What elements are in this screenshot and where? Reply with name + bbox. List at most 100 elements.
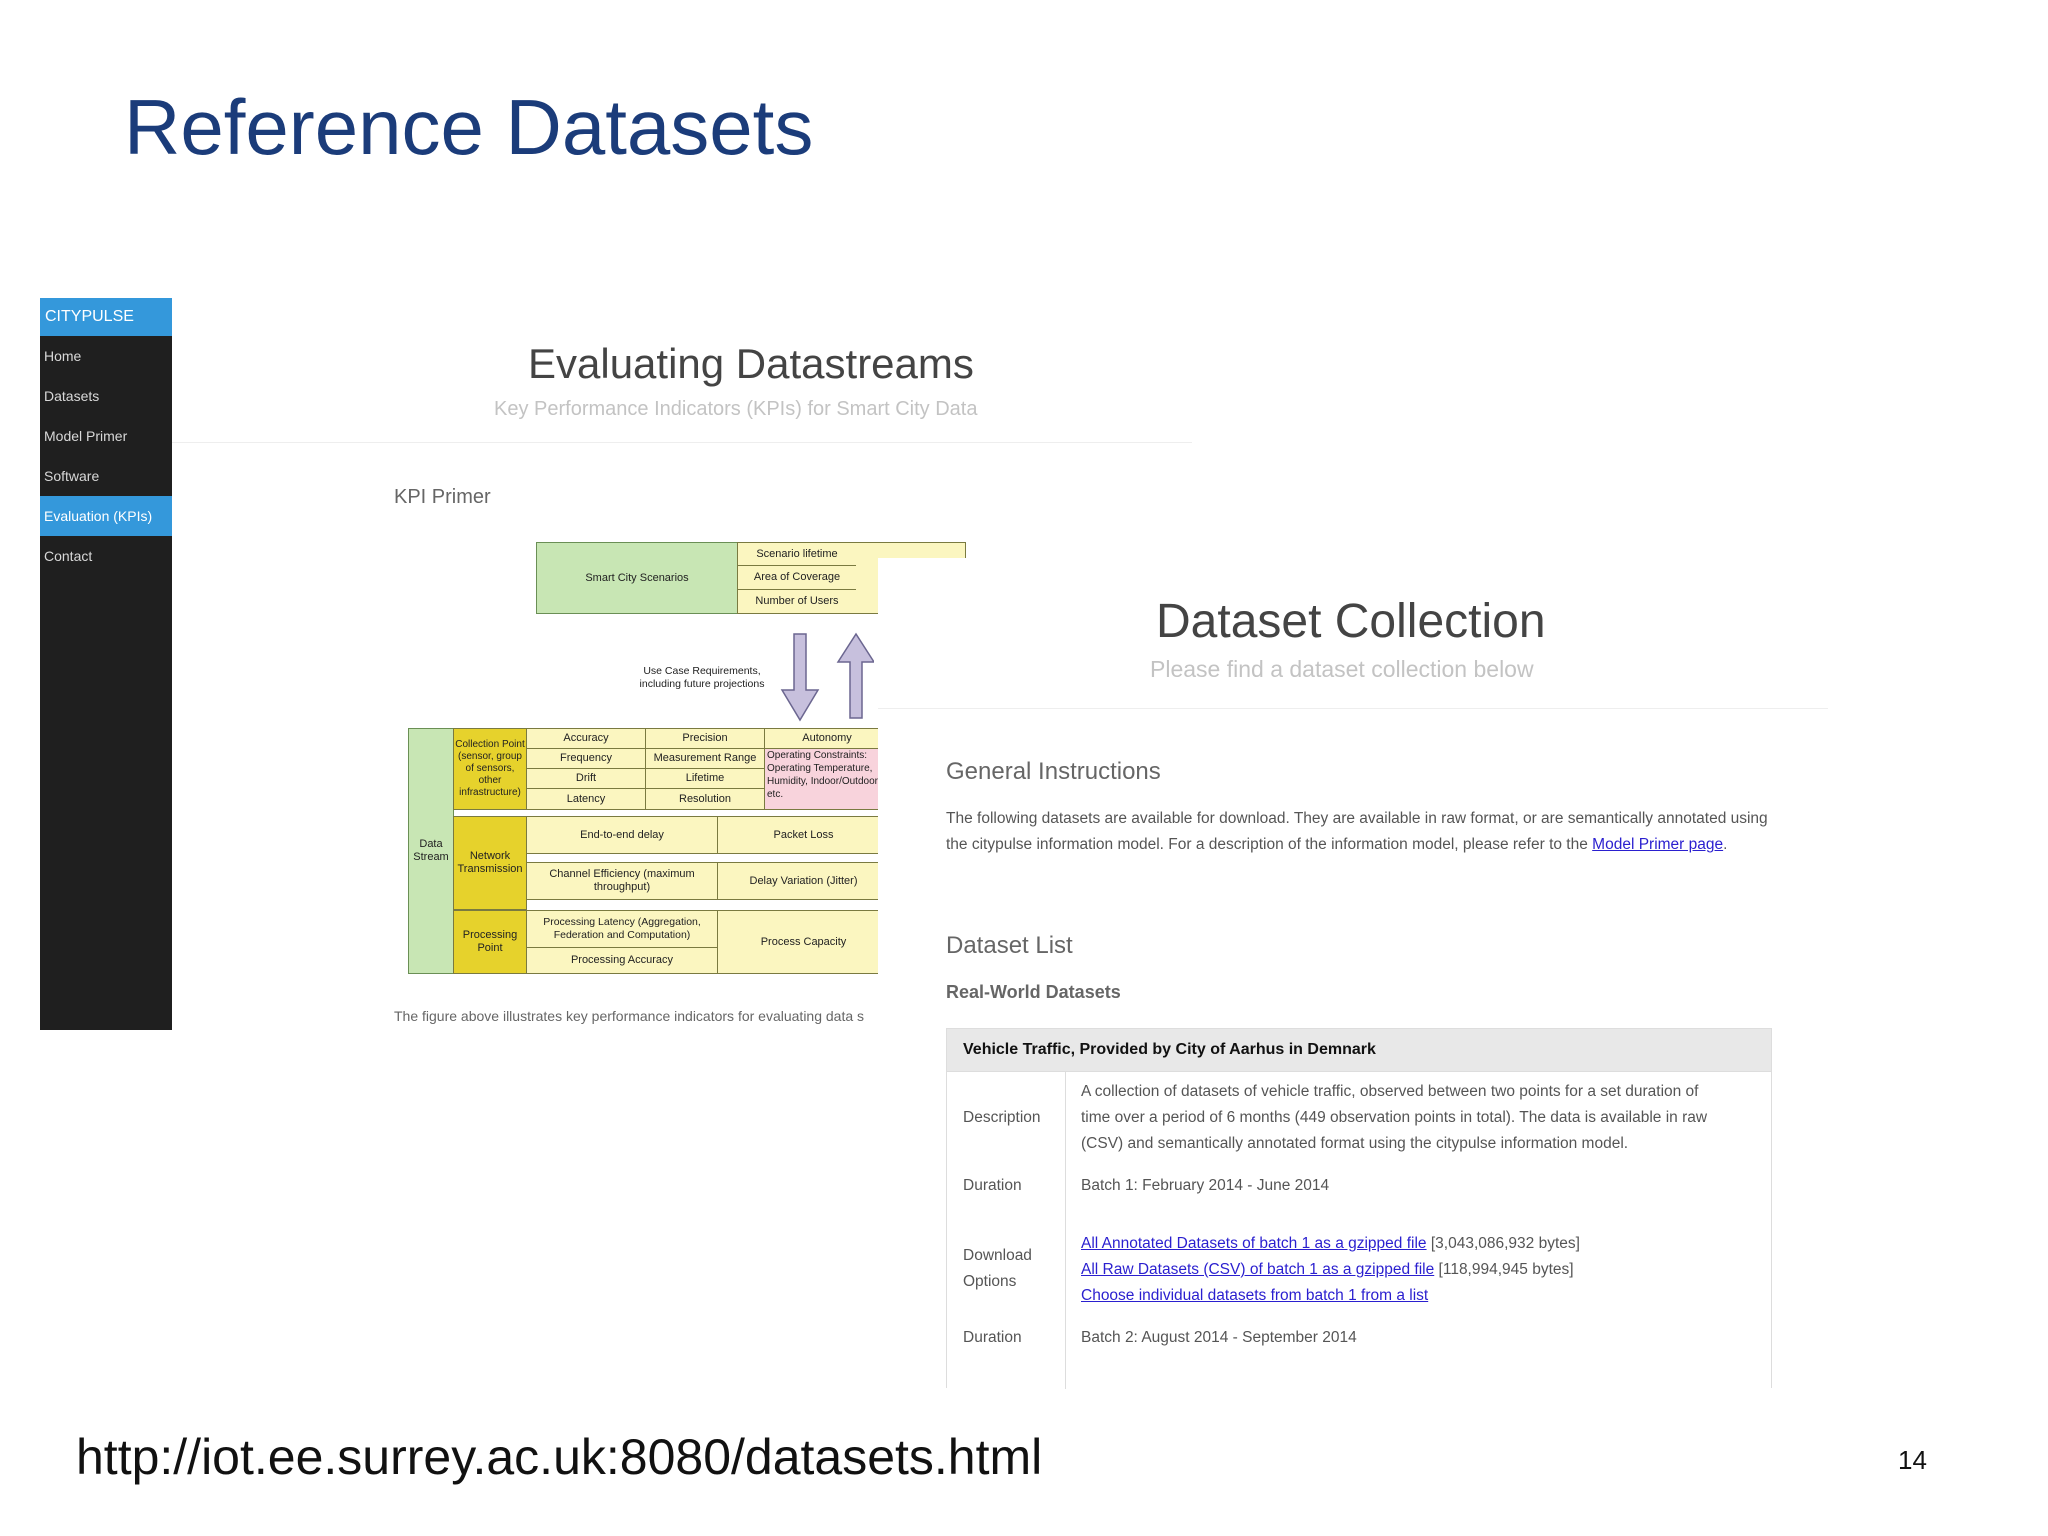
diagram-cell-label: Resolution <box>679 792 731 805</box>
download-label-line: Download <box>963 1247 1032 1264</box>
annotated-datasets-link[interactable]: All Annotated Datasets of batch 1 as a g… <box>1081 1235 1427 1252</box>
diagram-cell-label: Processing Latency (Aggregation, Federat… <box>543 916 701 941</box>
real-world-datasets-heading: Real-World Datasets <box>946 982 1121 1002</box>
description-line: A collection of datasets of vehicle traf… <box>1081 1083 1699 1100</box>
duration-value: Batch 1: February 2014 - June 2014 <box>1081 1177 1330 1194</box>
download-options-label: Download Options <box>963 1243 1032 1295</box>
file-size: [3,043,086,932 bytes] <box>1426 1235 1580 1252</box>
evaluation-subtitle: Key Performance Indicators (KPIs) for Sm… <box>494 398 978 420</box>
sidebar-item-evaluation[interactable]: Evaluation (KPIs) <box>40 496 172 536</box>
divider <box>878 708 1828 709</box>
smart-city-scenarios-label: Smart City Scenarios <box>585 571 689 584</box>
dataset-collection-title: Dataset Collection <box>1156 595 1546 648</box>
diagram-cell: Channel Efficiency (maximum throughput) <box>526 862 718 900</box>
description-value: A collection of datasets of vehicle traf… <box>1081 1079 1761 1157</box>
diagram-cell-label: Process Capacity <box>760 935 847 948</box>
dataset-table-header: Vehicle Traffic, Provided by City of Aar… <box>947 1029 1771 1072</box>
diagram-cell: End-to-end delay <box>526 816 718 854</box>
diagram-cell-label: Scenario lifetime <box>756 547 838 560</box>
diagram-cell-label: Measurement Range <box>653 752 757 764</box>
diagram-cell: Lifetime <box>645 768 765 789</box>
download-label-line: Options <box>963 1273 1017 1290</box>
general-instructions-heading: General Instructions <box>946 758 1161 785</box>
diagram-cell-label: Packet Loss <box>773 828 834 841</box>
description-line: time over a period of 6 months (449 obse… <box>1081 1109 1708 1126</box>
network-transmission-label: Network Transmission <box>457 850 523 875</box>
download-item: All Raw Datasets (CSV) of batch 1 as a g… <box>1081 1257 1761 1283</box>
model-primer-link[interactable]: Model Primer page <box>1592 836 1724 853</box>
download-item: Choose individual datasets from batch 1 … <box>1081 1283 1761 1309</box>
evaluation-title: Evaluating Datastreams <box>528 340 974 387</box>
sidebar: CITYPULSE Home Datasets Model Primer Sof… <box>40 298 172 1030</box>
duration-label: Duration <box>963 1177 1022 1194</box>
general-instructions-text: The following datasets are available for… <box>946 806 1776 858</box>
duration-label: Duration <box>963 1329 1022 1346</box>
diagram-cell-label: Autonomy <box>802 732 852 744</box>
diagram-cell-label: Accuracy <box>563 732 609 744</box>
diagram-cell-label: Lifetime <box>685 772 725 784</box>
diagram-cell: Packet Loss <box>717 816 890 854</box>
sidebar-item-software[interactable]: Software <box>44 468 100 484</box>
diagram-cell: Processing Accuracy <box>526 947 718 974</box>
diagram-cell-label: Channel Efficiency (maximum throughput) <box>549 868 695 893</box>
dataset-collection-screenshot: Dataset Collection Please find a dataset… <box>878 558 1828 1389</box>
diagram-cell: Resolution <box>645 788 765 810</box>
diagram-cell: Autonomy <box>764 728 890 749</box>
diagram-cell: Process Capacity <box>717 910 890 974</box>
operating-constraints-box: Operating Constraints: Operating Tempera… <box>764 748 890 810</box>
general-instructions-end: . <box>1723 836 1728 853</box>
diagram-cell-label: End-to-end delay <box>580 828 664 841</box>
diagram-cell: Number of Users <box>737 589 857 614</box>
slide-title: Reference Datasets <box>124 83 814 171</box>
diagram-cell: Measurement Range <box>645 748 765 769</box>
figure-caption: The figure above illustrates key perform… <box>394 1008 865 1024</box>
diagram-cell: Accuracy <box>526 728 646 749</box>
operating-constraints-label: Operating Constraints: Operating Tempera… <box>767 750 878 800</box>
diagram-cell: Delay Variation (Jitter) <box>717 862 890 900</box>
diagram-cell-label: Number of Users <box>755 595 839 607</box>
diagram-cell: Processing Latency (Aggregation, Federat… <box>526 910 718 948</box>
sidebar-item-contact[interactable]: Contact <box>44 548 93 564</box>
diagram-cell: Drift <box>526 768 646 789</box>
diagram-cell-label: Drift <box>575 772 597 784</box>
diagram-cell: Area of Coverage <box>737 565 857 590</box>
data-stream-label: Data Stream <box>413 838 449 863</box>
diagram-cell: Precision <box>645 728 765 749</box>
diagram-cell-label: Delay Variation (Jitter) <box>749 874 858 887</box>
file-size: [118,994,945 bytes] <box>1434 1261 1574 1278</box>
kpi-primer-heading: KPI Primer <box>394 486 491 508</box>
use-case-label: Use Case Requirements, including future … <box>639 665 765 690</box>
network-transmission-box: Network Transmission <box>453 816 527 910</box>
dataset-list-heading: Dataset List <box>946 932 1073 959</box>
table-column-divider <box>1065 1071 1066 1389</box>
sidebar-item-model-primer[interactable]: Model Primer <box>44 428 128 444</box>
smart-city-scenarios-box: Smart City Scenarios <box>536 542 738 614</box>
page-number: 14 <box>1898 1445 1927 1475</box>
diagram-cell-label: Processing Accuracy <box>570 954 674 966</box>
diagram-cell-label: Frequency <box>560 752 612 764</box>
diagram-cell-label: Precision <box>682 732 728 744</box>
download-item: All Annotated Datasets of batch 1 as a g… <box>1081 1231 1761 1257</box>
individual-datasets-link[interactable]: Choose individual datasets from batch 1 … <box>1081 1287 1429 1304</box>
collection-point-label: Collection Point (sensor, group of senso… <box>455 739 525 798</box>
dataset-collection-subtitle: Please find a dataset collection below <box>1150 656 1534 682</box>
duration-value: Batch 2: August 2014 - September 2014 <box>1081 1329 1357 1346</box>
divider <box>172 442 1192 443</box>
raw-datasets-link[interactable]: All Raw Datasets (CSV) of batch 1 as a g… <box>1081 1261 1435 1278</box>
diagram-cell: Latency <box>526 788 646 810</box>
download-options: All Annotated Datasets of batch 1 as a g… <box>1081 1231 1761 1309</box>
brand-logo[interactable]: CITYPULSE <box>40 298 172 336</box>
diagram-cell-label: Latency <box>566 792 606 805</box>
diagram-cell: Scenario lifetime <box>737 542 857 566</box>
collection-point-box: Collection Point (sensor, group of senso… <box>453 728 527 810</box>
description-label: Description <box>963 1109 1041 1126</box>
data-stream-box: Data Stream <box>408 728 454 974</box>
sidebar-item-home[interactable]: Home <box>44 348 82 364</box>
arrows-icon <box>780 632 874 722</box>
processing-point-label: Processing Point <box>462 929 518 954</box>
sidebar-item-datasets[interactable]: Datasets <box>44 388 100 404</box>
processing-point-box: Processing Point <box>453 910 527 974</box>
description-line: (CSV) and semantically annotated format … <box>1081 1135 1629 1152</box>
source-url: http://iot.ee.surrey.ac.uk:8080/datasets… <box>76 1429 1043 1485</box>
general-instructions-body: The following datasets are available for… <box>946 810 1768 853</box>
